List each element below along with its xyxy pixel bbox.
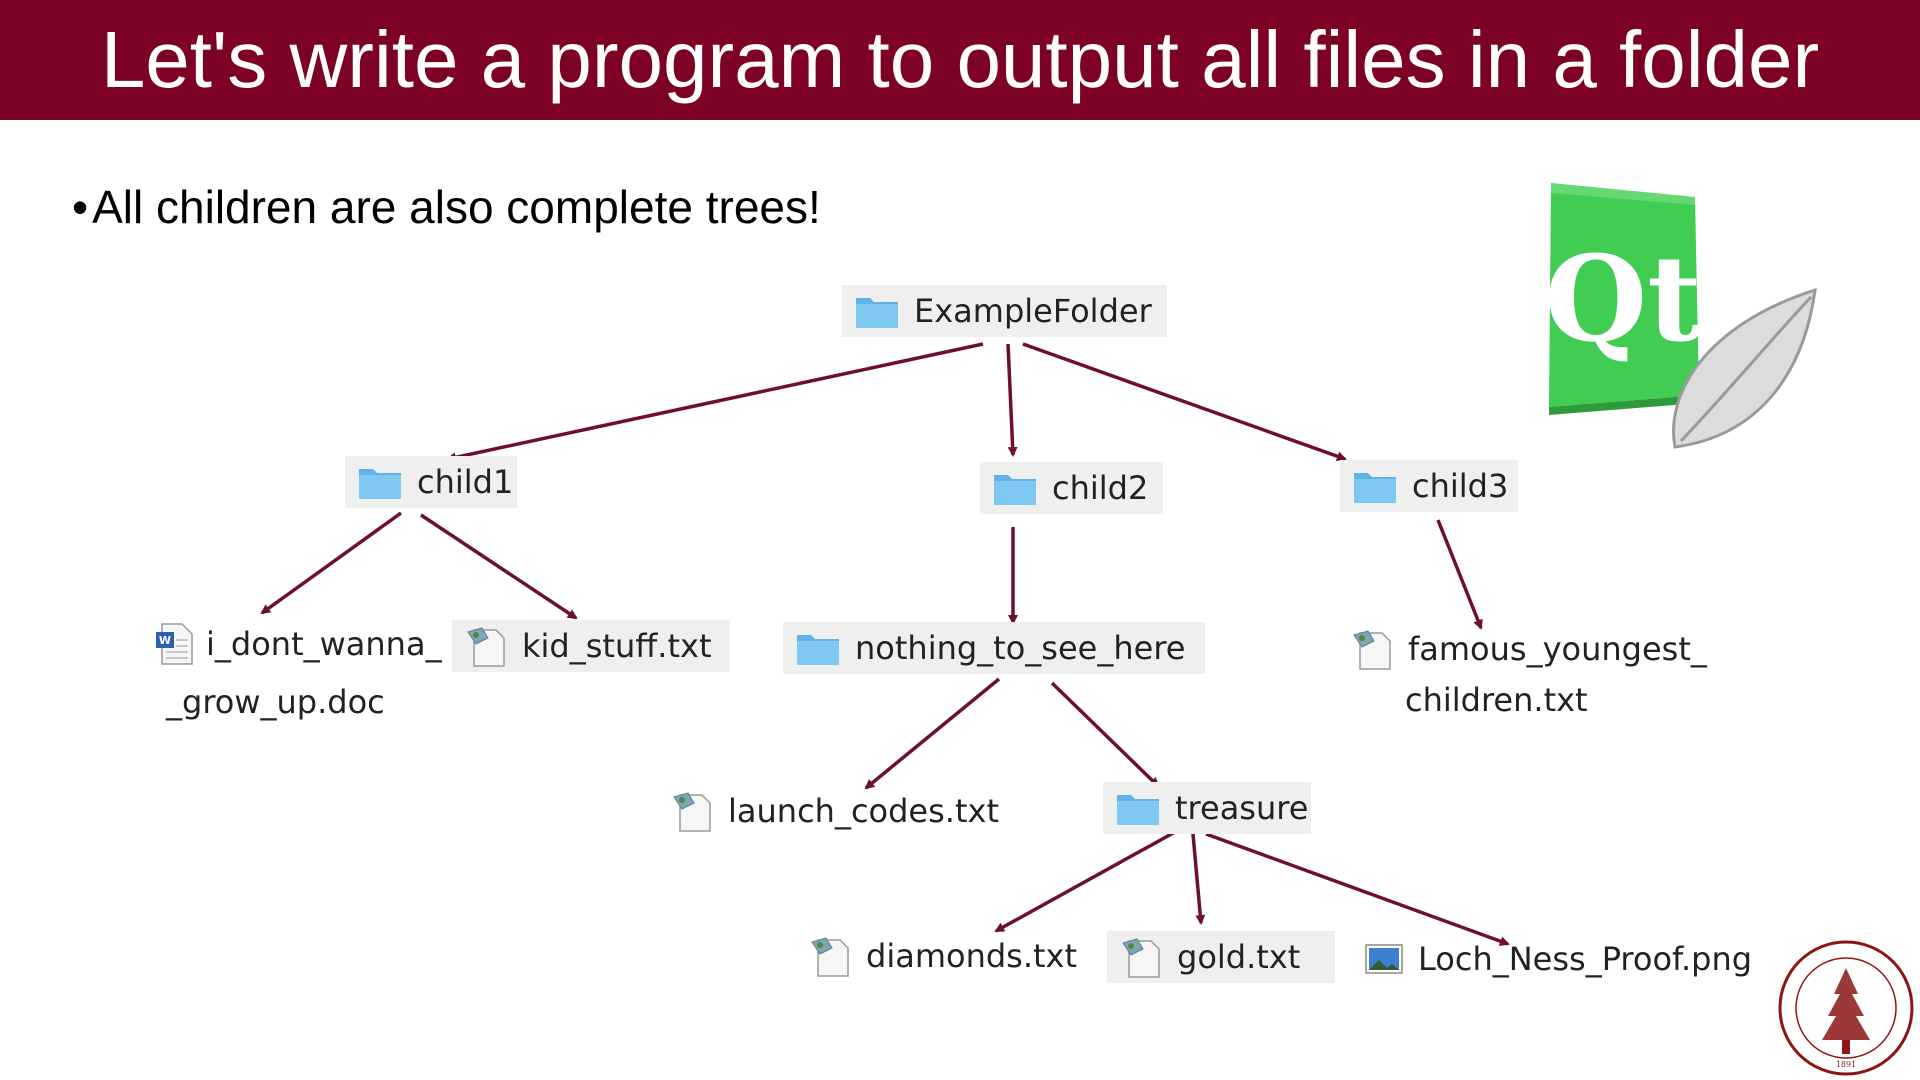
node-label-line2: _grow_up.doc (166, 683, 385, 721)
qt-logo-text: Qt (1544, 229, 1701, 368)
file-node-famous: famous_youngest_ (1338, 623, 1708, 675)
file-node-diamonds: diamonds.txt (796, 930, 1096, 982)
bullet-text: All children are also complete trees! (92, 181, 821, 233)
text-file-icon (811, 937, 849, 977)
node-label: Loch_Ness_Proof.png (1418, 940, 1753, 978)
node-label: gold.txt (1177, 938, 1301, 976)
folder-node-nothing-to-see-here: nothing_to_see_here (783, 622, 1205, 674)
edge-treasure-loch (1205, 832, 1510, 946)
qt-logo: Qt (1544, 183, 1817, 449)
node-label: treasure (1175, 789, 1309, 827)
folder-icon (1117, 795, 1159, 825)
file-node-doc: W i_dont_wanna_ (142, 618, 442, 670)
title-bar: Let's write a program to output all file… (0, 0, 1920, 120)
node-label-line1: famous_youngest_ (1408, 630, 1707, 668)
edge-treasure-diamonds (994, 830, 1176, 933)
bullet-point: •All children are also complete trees! (72, 180, 821, 234)
file-node-loch-ness: Loch_Ness_Proof.png (1352, 933, 1782, 985)
folder-icon (797, 635, 839, 665)
svg-text:W: W (159, 634, 171, 647)
folder-node-treasure: treasure (1103, 782, 1311, 834)
word-document-icon: W (156, 623, 193, 665)
edge-child3-famous (1436, 519, 1483, 630)
node-label: child2 (1052, 469, 1149, 507)
edge-root-child1 (446, 342, 984, 463)
node-label-line2: children.txt (1405, 681, 1588, 719)
edge-child1-doc (260, 511, 403, 615)
node-label: kid_stuff.txt (522, 627, 712, 665)
folder-node-child1: child1 (345, 456, 517, 508)
edge-treasure-gold (1191, 833, 1206, 925)
text-file-icon (1353, 630, 1391, 670)
image-file-icon (1365, 944, 1403, 974)
text-file-icon (673, 792, 711, 832)
university-seal-icon: 1891 (1778, 940, 1914, 1076)
slide-title: Let's write a program to output all file… (100, 15, 1820, 104)
node-label: child1 (417, 463, 514, 501)
folder-icon (994, 475, 1036, 505)
node-label: launch_codes.txt (728, 792, 999, 830)
edge-child1-kidstuff (420, 513, 578, 620)
folder-node-child2: child2 (980, 462, 1163, 514)
node-label-line1: i_dont_wanna_ (206, 625, 442, 663)
svg-text:1891: 1891 (1836, 1060, 1856, 1069)
edge-nothing-launch (864, 677, 1001, 790)
node-label: diamonds.txt (866, 937, 1078, 975)
folder-icon (1354, 473, 1396, 503)
folder-node-child3: child3 (1340, 460, 1518, 512)
folder-icon (856, 298, 898, 328)
file-node-gold: gold.txt (1107, 931, 1335, 983)
edge-root-child2 (1006, 343, 1018, 457)
folder-icon (359, 469, 401, 499)
file-node-launch-codes: launch_codes.txt (658, 785, 1018, 837)
edge-root-child3 (1022, 342, 1347, 462)
edge-nothing-treasure (1050, 681, 1160, 788)
text-file-icon (1122, 938, 1160, 978)
text-file-icon (467, 627, 505, 667)
file-node-kid-stuff: kid_stuff.txt (452, 620, 730, 672)
folder-node-root: ExampleFolder (842, 285, 1167, 337)
node-label: child3 (1412, 467, 1509, 505)
node-label: nothing_to_see_here (855, 629, 1186, 667)
node-label: ExampleFolder (914, 292, 1152, 330)
bullet-dot: • (72, 181, 89, 233)
